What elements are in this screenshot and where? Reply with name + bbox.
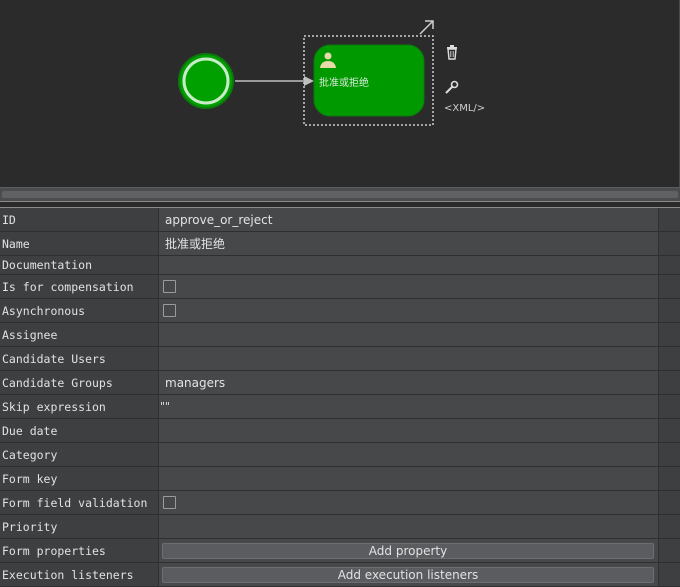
row-tail [659,563,680,586]
row-tail [659,208,680,231]
property-label: Form field validation [0,491,159,514]
property-label: Asynchronous [0,299,159,322]
start-event[interactable] [178,53,234,109]
skip-expression-cell[interactable]: "" [159,395,659,418]
row-tail [659,232,680,255]
sequence-flow[interactable] [235,76,314,86]
user-task[interactable] [313,44,425,117]
property-label: Form properties [0,539,159,562]
is-for-compensation-checkbox[interactable] [163,280,176,293]
property-row-due-date: Due date [0,419,680,443]
property-row-category: Category [0,443,680,467]
property-label: Execution listeners [0,563,159,586]
panel-splitter[interactable] [0,201,680,208]
add-execution-listeners-button[interactable]: Add execution listeners [162,566,654,583]
trash-icon[interactable] [447,45,457,60]
property-label: Candidate Users [0,347,159,370]
property-row-candidate-groups: Candidate Groups managers [0,371,680,395]
priority-value[interactable] [159,515,659,538]
assignee-value[interactable] [159,323,659,346]
row-tail [659,467,680,490]
row-tail [659,347,680,370]
property-row-candidate-users: Candidate Users [0,347,680,371]
xml-link[interactable]: <XML/> [444,103,486,114]
wrench-icon[interactable] [445,80,459,94]
diagram-svg [178,20,459,126]
property-label: Priority [0,515,159,538]
row-tail [659,395,680,418]
property-label: Is for compensation [0,275,159,298]
form-key-value[interactable] [159,467,659,490]
documentation-value[interactable] [159,256,659,274]
property-row-asynchronous: Asynchronous [0,299,680,323]
property-label: Name [0,232,159,255]
property-label: Form key [0,467,159,490]
is-for-compensation-cell [159,275,659,298]
add-property-button[interactable]: Add property [162,542,654,559]
user-icon [320,52,336,68]
property-row-documentation: Documentation [0,256,680,275]
row-tail [659,539,680,562]
diagram-canvas[interactable]: 批准或拒绝 <XML/> [0,0,680,187]
property-row-assignee: Assignee [0,323,680,347]
task-label: 批准或拒绝 [319,78,369,89]
resize-arrow-icon[interactable] [419,20,434,35]
id-value[interactable]: approve_or_reject [159,208,659,231]
name-value[interactable]: 批准或拒绝 [159,232,659,255]
form-field-validation-checkbox[interactable] [163,496,176,509]
property-row-name: Name 批准或拒绝 [0,232,680,256]
property-row-id: ID approve_or_reject [0,208,680,232]
row-tail [659,323,680,346]
property-label: ID [0,208,159,231]
skip-expression-value: "" [160,400,171,413]
property-row-skip-expression: Skip expression "" [0,395,680,419]
row-tail [659,443,680,466]
property-row-is-for-compensation: Is for compensation [0,275,680,299]
selection-box [303,35,434,126]
row-tail [659,515,680,538]
property-row-priority: Priority [0,515,680,539]
scrollbar-thumb[interactable] [2,191,678,198]
due-date-value[interactable] [159,419,659,442]
candidate-groups-value[interactable]: managers [159,371,659,394]
asynchronous-cell [159,299,659,322]
form-properties-cell: Add property [159,539,659,562]
property-label: Assignee [0,323,159,346]
property-label: Due date [0,419,159,442]
row-tail [659,256,680,274]
property-label: Category [0,443,159,466]
candidate-users-value[interactable] [159,347,659,370]
property-row-form-key: Form key [0,467,680,491]
asynchronous-checkbox[interactable] [163,304,176,317]
horizontal-scrollbar[interactable] [0,187,680,201]
form-field-validation-cell [159,491,659,514]
execution-listeners-cell: Add execution listeners [159,563,659,586]
row-tail [659,299,680,322]
row-tail [659,371,680,394]
property-label: Skip expression [0,395,159,418]
property-row-form-properties: Form properties Add property [0,539,680,563]
property-grid: ID approve_or_reject Name 批准或拒绝 Document… [0,208,680,587]
property-label: Candidate Groups [0,371,159,394]
row-tail [659,491,680,514]
row-tail [659,275,680,298]
row-tail [659,419,680,442]
property-row-form-field-validation: Form field validation [0,491,680,515]
property-label: Documentation [0,256,159,274]
property-row-execution-listeners: Execution listeners Add execution listen… [0,563,680,587]
category-value[interactable] [159,443,659,466]
